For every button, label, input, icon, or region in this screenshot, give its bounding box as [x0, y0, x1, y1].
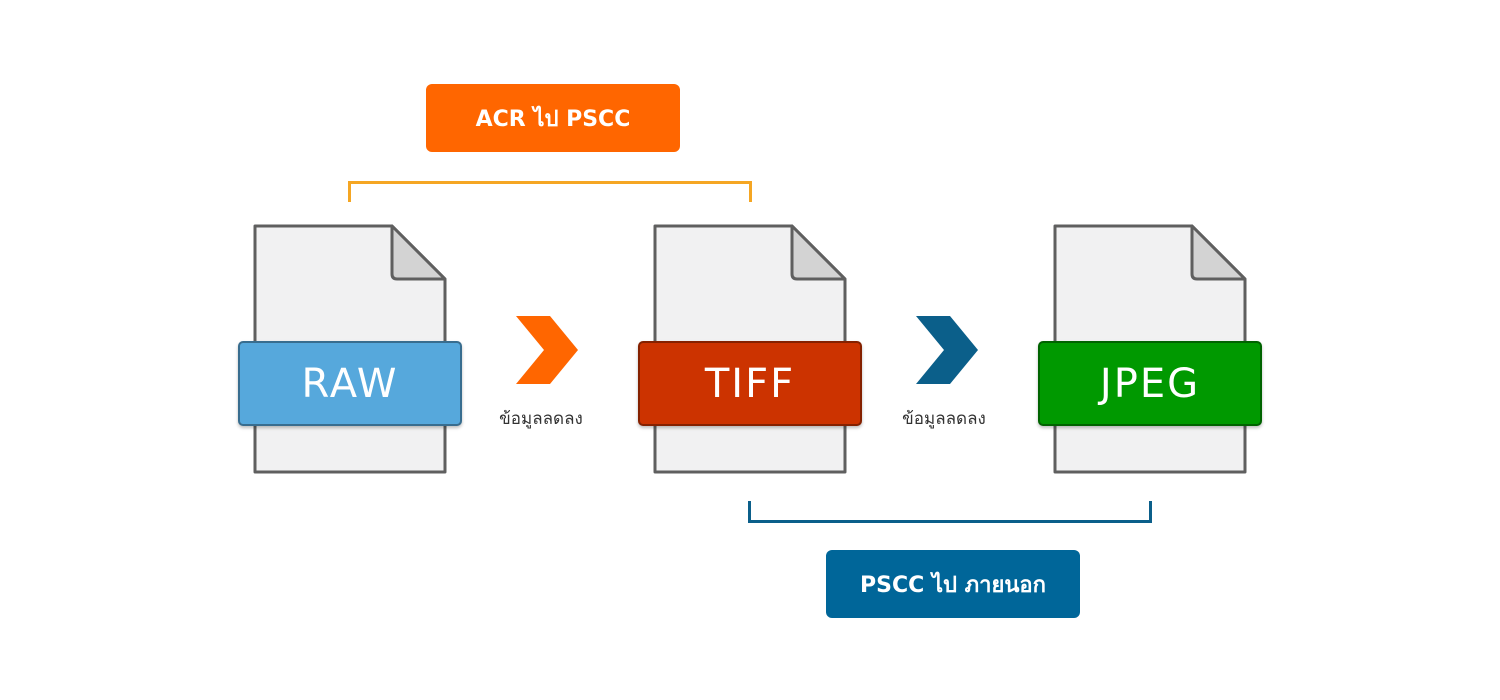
- jpeg-file-icon: JPEG: [1038, 224, 1264, 476]
- data-reduced-caption-1: ข้อมูลลดลง: [499, 409, 583, 429]
- jpeg-file-band: JPEG: [1038, 341, 1262, 426]
- pscc-to-external-label-box: PSCC ไป ภายนอก: [826, 550, 1080, 618]
- chevron-right-icon: [516, 316, 578, 384]
- raw-file-icon: RAW: [238, 224, 464, 476]
- top-bracket: [348, 181, 752, 202]
- acr-to-pscc-label: ACR ไป PSCC: [475, 106, 631, 132]
- data-reduced-caption-2: ข้อมูลลดลง: [902, 409, 986, 429]
- bottom-bracket: [748, 501, 1152, 523]
- tiff-file-icon: TIFF: [638, 224, 864, 476]
- tiff-file-band: TIFF: [638, 341, 862, 426]
- raw-file-label: RAW: [301, 360, 399, 407]
- jpeg-file-label: JPEG: [1099, 360, 1201, 407]
- raw-file-band: RAW: [238, 341, 462, 426]
- chevron-right-icon: [916, 316, 978, 384]
- pscc-to-external-label: PSCC ไป ภายนอก: [860, 572, 1046, 598]
- acr-to-pscc-label-box: ACR ไป PSCC: [426, 84, 680, 152]
- tiff-file-label: TIFF: [704, 360, 796, 407]
